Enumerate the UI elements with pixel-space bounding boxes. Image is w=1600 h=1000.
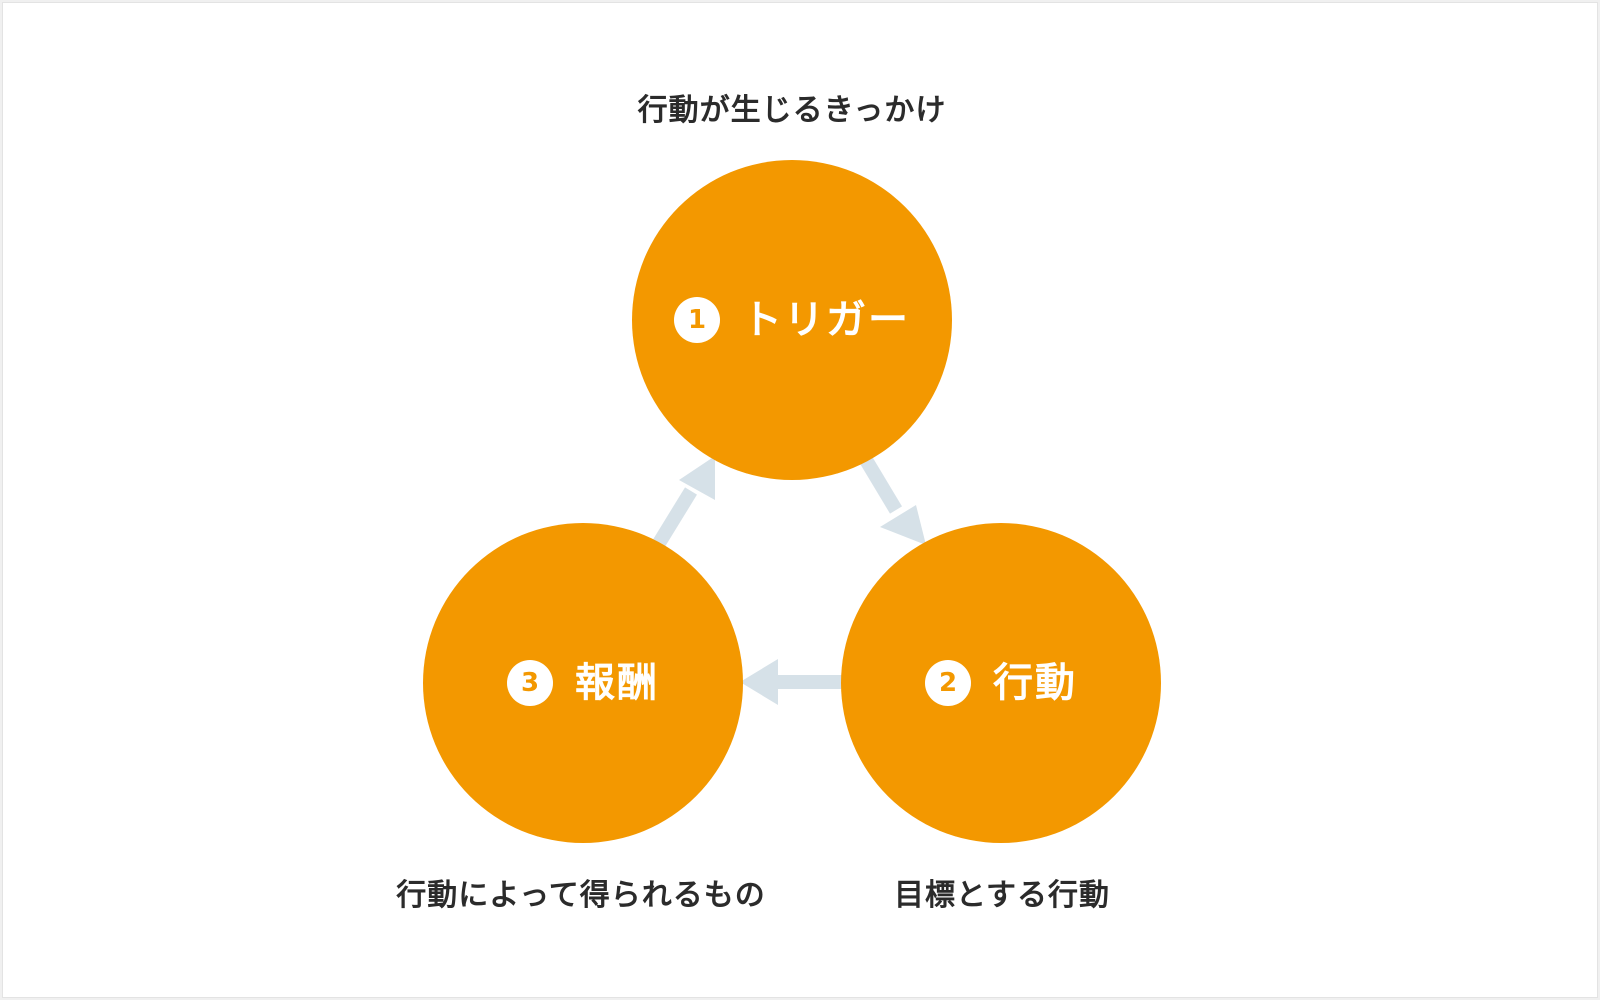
number-badge-3: 3 <box>507 660 553 706</box>
reward-node: 3 報酬 <box>423 523 743 843</box>
arrow-trigger-to-action <box>859 456 926 545</box>
action-label: 行動 <box>993 660 1077 706</box>
trigger-caption: 行動が生じるきっかけ <box>637 93 947 128</box>
number-badge-1: 1 <box>674 297 720 343</box>
action-node: 2 行動 <box>841 523 1161 843</box>
arrow-head <box>880 505 926 545</box>
reward-caption: 行動によって得られるもの <box>396 878 766 913</box>
cycle-arrows <box>650 456 926 705</box>
action-caption: 目標とする行動 <box>893 878 1111 913</box>
trigger-node: 1 トリガー <box>632 160 952 480</box>
arrow-shaft <box>859 456 903 514</box>
trigger-label: トリガー <box>742 297 910 343</box>
arrow-head <box>740 659 778 705</box>
reward-label: 報酬 <box>575 660 659 706</box>
arrow-reward-to-trigger <box>650 456 715 552</box>
arrow-action-to-reward <box>740 659 843 705</box>
arrow-head <box>679 456 715 500</box>
number-badge-2: 2 <box>925 660 971 706</box>
arrow-shaft <box>650 487 697 552</box>
